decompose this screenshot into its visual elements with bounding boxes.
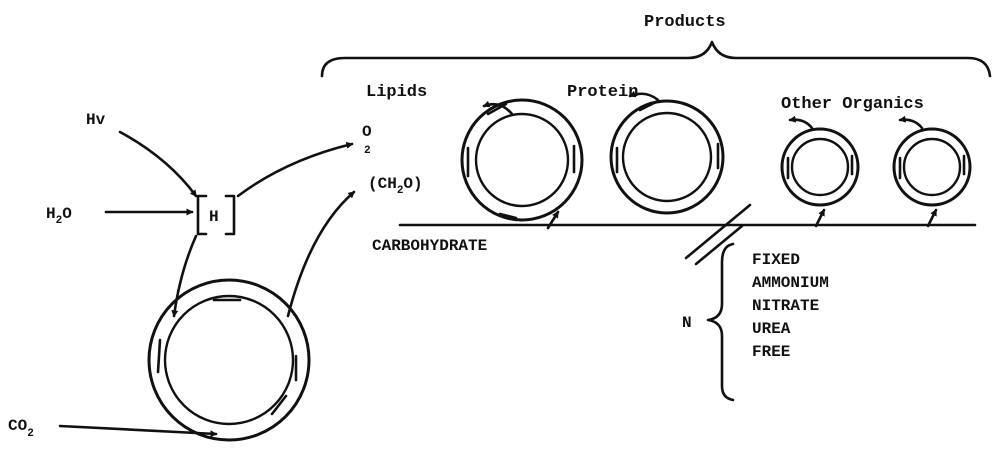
water-label-sub: 2 (56, 215, 63, 227)
carb-to-other-1-arrow (814, 208, 826, 228)
lipids-label: Lipids (366, 83, 427, 102)
nitrogen-form-fixed: FIXED (752, 251, 800, 269)
nitrogen-brace (706, 242, 735, 402)
other-2-out-arrow (898, 115, 924, 130)
nitrogen-form-free: FREE (752, 343, 790, 361)
hv-arrow (118, 130, 198, 198)
other-1-out-arrow (788, 115, 814, 130)
nitrogen-form-ammonium: AMMONIUM (752, 274, 829, 292)
products-brace (320, 40, 992, 78)
other-organics-ring-1 (780, 127, 860, 207)
water-label-tail: O (62, 205, 72, 223)
other-organics-label: Other Organics (781, 95, 924, 114)
co2-label: CO2 (8, 417, 34, 440)
calvin-cycle-ring (147, 278, 311, 442)
nitrogen-form-nitrate: NITRATE (752, 297, 819, 315)
protein-label: Protein (567, 83, 638, 102)
carb-to-lipids-arrow (546, 210, 560, 230)
other-organics-ring-2 (892, 127, 972, 207)
oxygen-out-arrow (236, 141, 354, 198)
co2-arrow (58, 424, 218, 438)
protein-out-arrow (628, 90, 660, 102)
lipids-ring (460, 98, 584, 222)
lipids-out-arrow (482, 100, 514, 116)
nitrogen-input-line-2 (694, 224, 744, 266)
carb-to-other-2-arrow (926, 208, 938, 228)
hydrogen-to-cycle-arrow (171, 234, 198, 318)
water-label: H2O (46, 205, 72, 227)
nitrogen-symbol: N (682, 314, 692, 332)
water-label-main: H (46, 205, 56, 223)
protein-ring (609, 99, 725, 215)
ch2o-label: (CH2O) (368, 175, 423, 197)
ch2o-open: (CH (368, 175, 397, 193)
cycle-to-ch2o-arrow (286, 190, 356, 318)
hydrogen-bracket-left (196, 194, 208, 236)
ch2o-close: O) (403, 175, 422, 193)
nitrogen-form-urea: UREA (752, 320, 791, 338)
oxygen-label-main: O (362, 123, 372, 141)
products-title: Products (644, 13, 726, 32)
hv-label: Hv (86, 111, 106, 129)
co2-label-sub: 2 (27, 428, 34, 440)
ch2o-sub: 2 (397, 185, 404, 197)
oxygen-label-sub: 2 (364, 145, 371, 157)
hydrogen-label: H (209, 208, 219, 226)
carbohydrate-label: CARBOHYDRATE (372, 237, 487, 255)
hydrogen-bracket-right (224, 194, 236, 236)
co2-label-main: CO (8, 417, 28, 435)
nitrogen-input-line (684, 203, 752, 260)
